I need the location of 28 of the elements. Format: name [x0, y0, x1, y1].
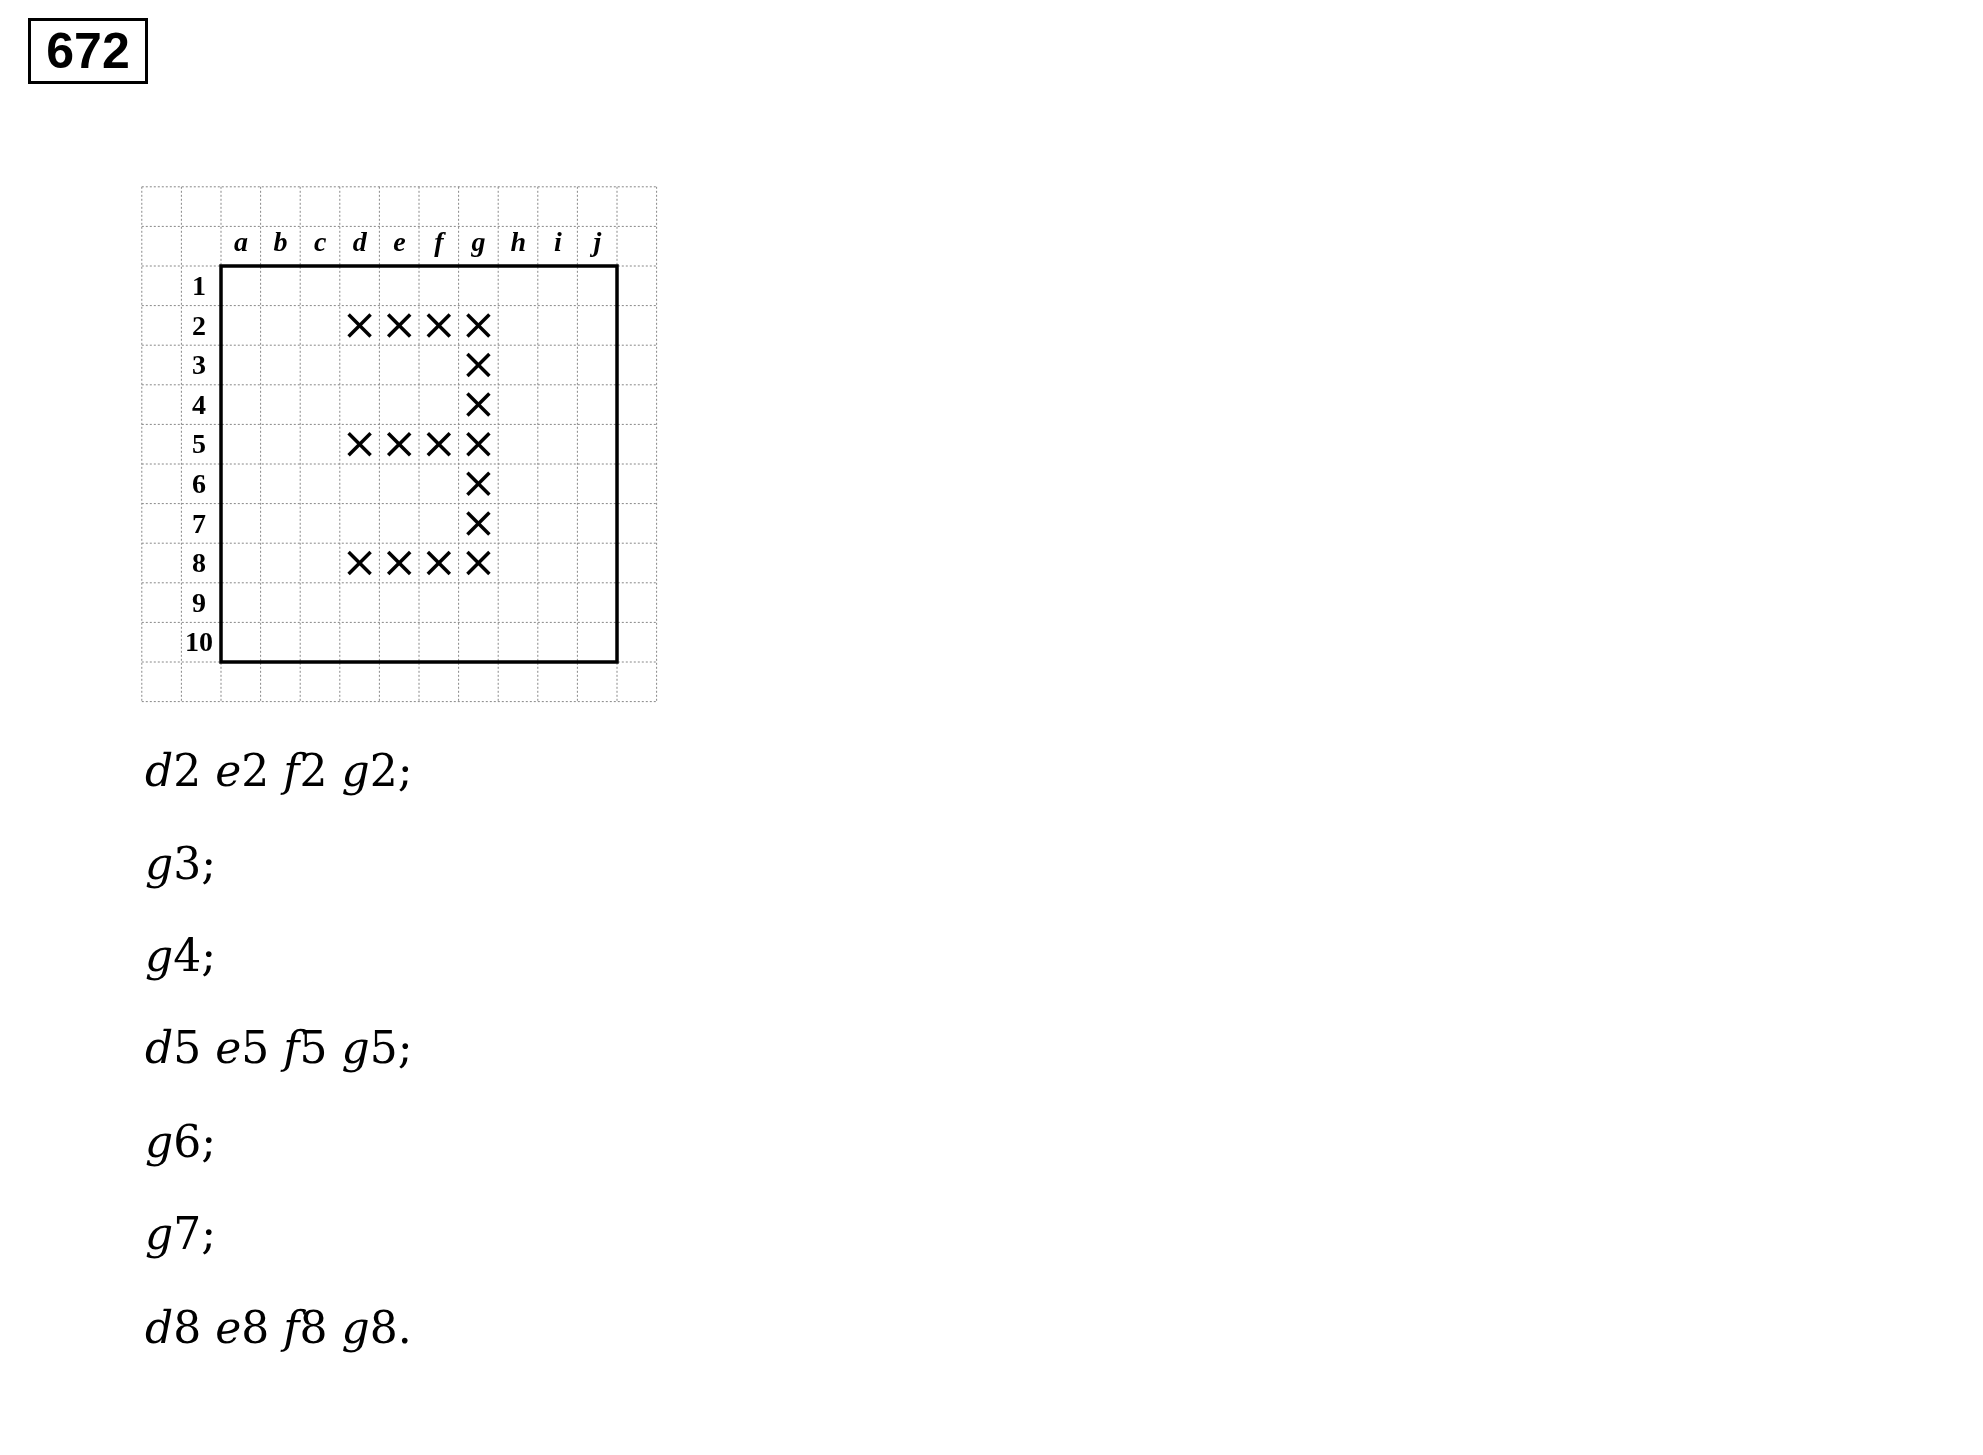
row-number: 1: [191, 270, 207, 302]
column-letter: j: [577, 226, 618, 258]
row-number: 7: [191, 507, 207, 540]
column-letter: i: [552, 226, 563, 258]
column-letter: a: [233, 226, 249, 258]
column-letter: e: [392, 226, 407, 258]
row-number: 3: [191, 349, 207, 382]
answer-text: g3;: [145, 838, 216, 889]
row-number: 6: [191, 468, 207, 500]
column-letter: b: [272, 226, 289, 258]
column-letter: d: [351, 226, 368, 258]
column-letter: f: [433, 226, 447, 258]
row-number: 4: [191, 388, 207, 421]
column-letter: c: [312, 226, 328, 258]
answer-text: g6;: [145, 1116, 216, 1167]
answer-text: d5 e5 f5 g5;: [145, 1022, 413, 1073]
row-number: 5: [191, 428, 207, 461]
row-number: 2: [191, 309, 207, 342]
column-letter: h: [509, 226, 527, 258]
problem-number: 672: [28, 18, 148, 84]
row-number: 9: [191, 586, 207, 619]
column-letter: g: [470, 226, 487, 258]
answer-text: g4;: [145, 930, 216, 981]
row-number: 10: [184, 626, 214, 659]
row-number: 8: [191, 547, 207, 580]
answer-text: g7;: [145, 1208, 216, 1259]
answer-text: d8 e8 f8 g8.: [145, 1302, 412, 1353]
answer-text: d2 e2 f2 g2;: [145, 745, 413, 796]
